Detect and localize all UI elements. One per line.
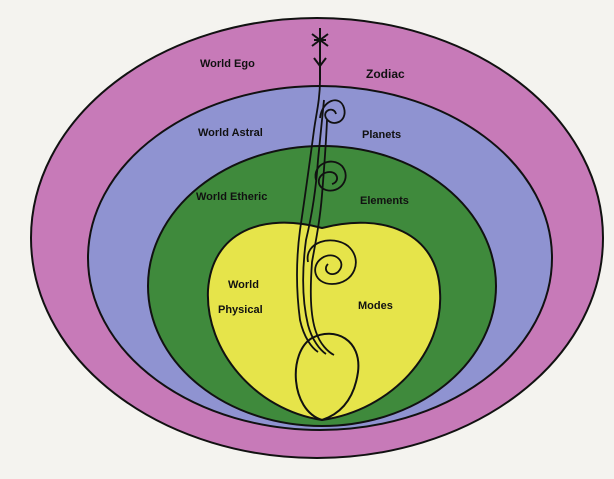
label-physical: Physical: [218, 304, 263, 316]
label-world-astral: World Astral: [198, 127, 263, 139]
label-planets: Planets: [362, 129, 401, 141]
label-zodiac: Zodiac: [366, 67, 405, 81]
label-world: World: [228, 279, 259, 291]
label-modes: Modes: [358, 300, 393, 312]
label-world-etheric: World Etheric: [196, 191, 267, 203]
label-elements: Elements: [360, 195, 409, 207]
label-world-ego: World Ego: [200, 58, 255, 70]
